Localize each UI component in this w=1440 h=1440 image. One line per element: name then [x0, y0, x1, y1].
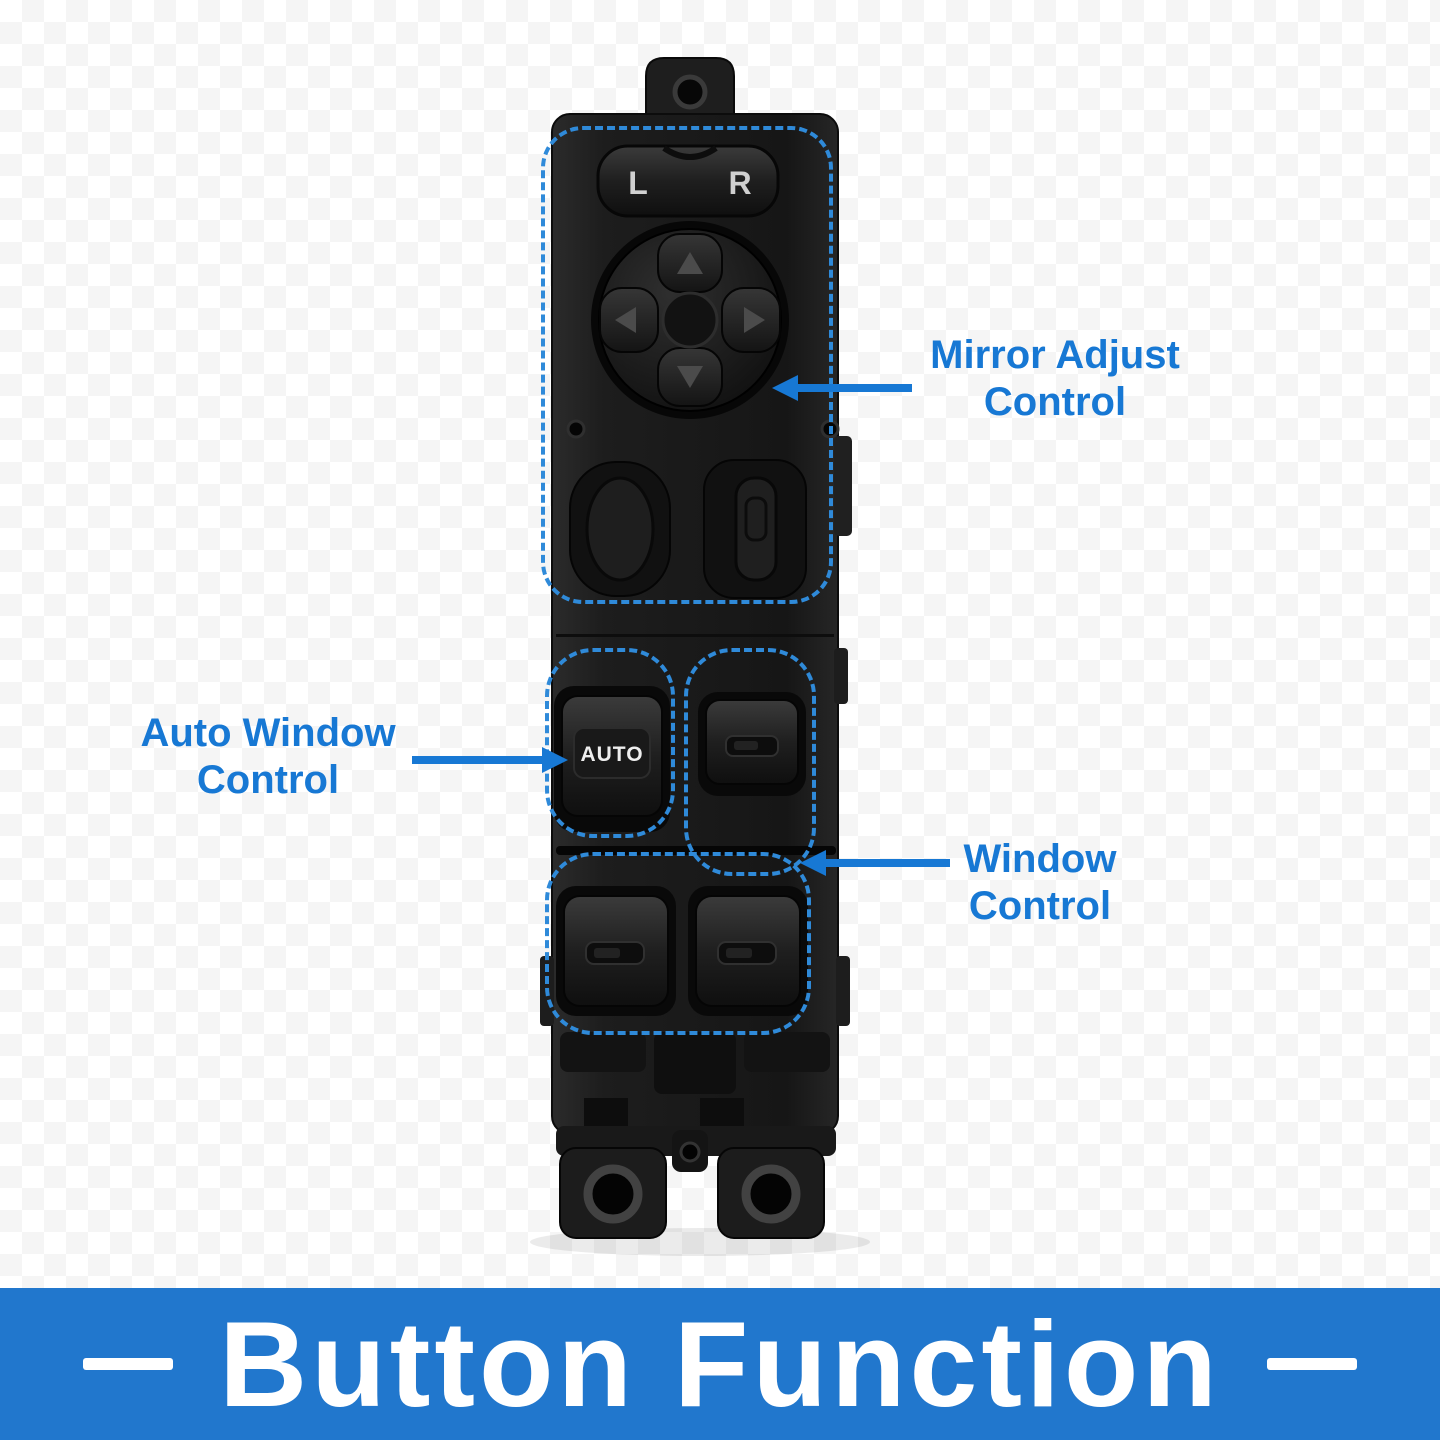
screw-post-left	[566, 419, 586, 439]
screw-hole-top	[672, 74, 708, 110]
annotation-auto-line2: Control	[196, 758, 340, 802]
banner-title: Button Function	[219, 1296, 1221, 1432]
top-mounting-tab	[645, 57, 735, 127]
annotation-mirror-line2: Control	[983, 380, 1127, 424]
mirror-selector-switch: L R	[596, 144, 780, 218]
mirror-right-label: R	[728, 165, 751, 201]
arrow-line	[826, 859, 950, 867]
blank-rubber-button	[569, 461, 671, 597]
arrow-head-icon	[772, 375, 798, 401]
front-passenger-window-switch	[698, 692, 806, 796]
arrow-line	[412, 756, 542, 764]
up-arrow-icon	[677, 252, 703, 274]
lock-rubber-button	[703, 459, 807, 599]
screw-hole-bottom-right	[741, 1164, 801, 1224]
annotation-window-control: Window Control	[920, 836, 1160, 930]
banner-dash-left	[83, 1358, 174, 1370]
banner: Button Function	[0, 1288, 1440, 1440]
down-arrow-icon	[677, 366, 703, 388]
auto-callout-arrow	[412, 747, 568, 773]
rear-left-window-switch	[556, 886, 676, 1016]
annotation-mirror-line1: Mirror Adjust	[930, 333, 1180, 377]
mirror-left-label: L	[628, 165, 648, 201]
annotation-window-line2: Control	[968, 884, 1112, 928]
arrow-line	[798, 384, 912, 392]
mirror-group-outline	[541, 126, 833, 604]
annotation-auto-window: Auto Window Control	[110, 710, 426, 804]
annotation-mirror-adjust: Mirror Adjust Control	[900, 332, 1210, 426]
left-arrow-icon	[615, 307, 636, 333]
window-control-outline	[684, 648, 816, 876]
auto-window-outline	[545, 648, 675, 838]
auto-label: AUTO	[580, 743, 643, 766]
mirror-direction-pad	[591, 221, 789, 419]
right-arrow-icon	[744, 307, 765, 333]
mirror-callout-arrow	[772, 375, 912, 401]
rear-right-window-switch	[688, 886, 808, 1016]
annotation-window-line1: Window	[963, 837, 1117, 881]
annotation-auto-line1: Auto Window	[140, 711, 396, 755]
screw-hole-center	[679, 1141, 701, 1163]
banner-dash-right	[1266, 1358, 1357, 1370]
lower-body-molding	[560, 1032, 830, 1132]
window-callout-arrow	[800, 850, 950, 876]
bottom-mounting-tabs	[556, 1126, 836, 1239]
pad-center-button	[661, 291, 719, 349]
rear-windows-outline	[545, 852, 811, 1035]
arrow-head-icon	[542, 747, 568, 773]
arrow-head-icon	[800, 850, 826, 876]
screw-hole-bottom-left	[583, 1164, 643, 1224]
